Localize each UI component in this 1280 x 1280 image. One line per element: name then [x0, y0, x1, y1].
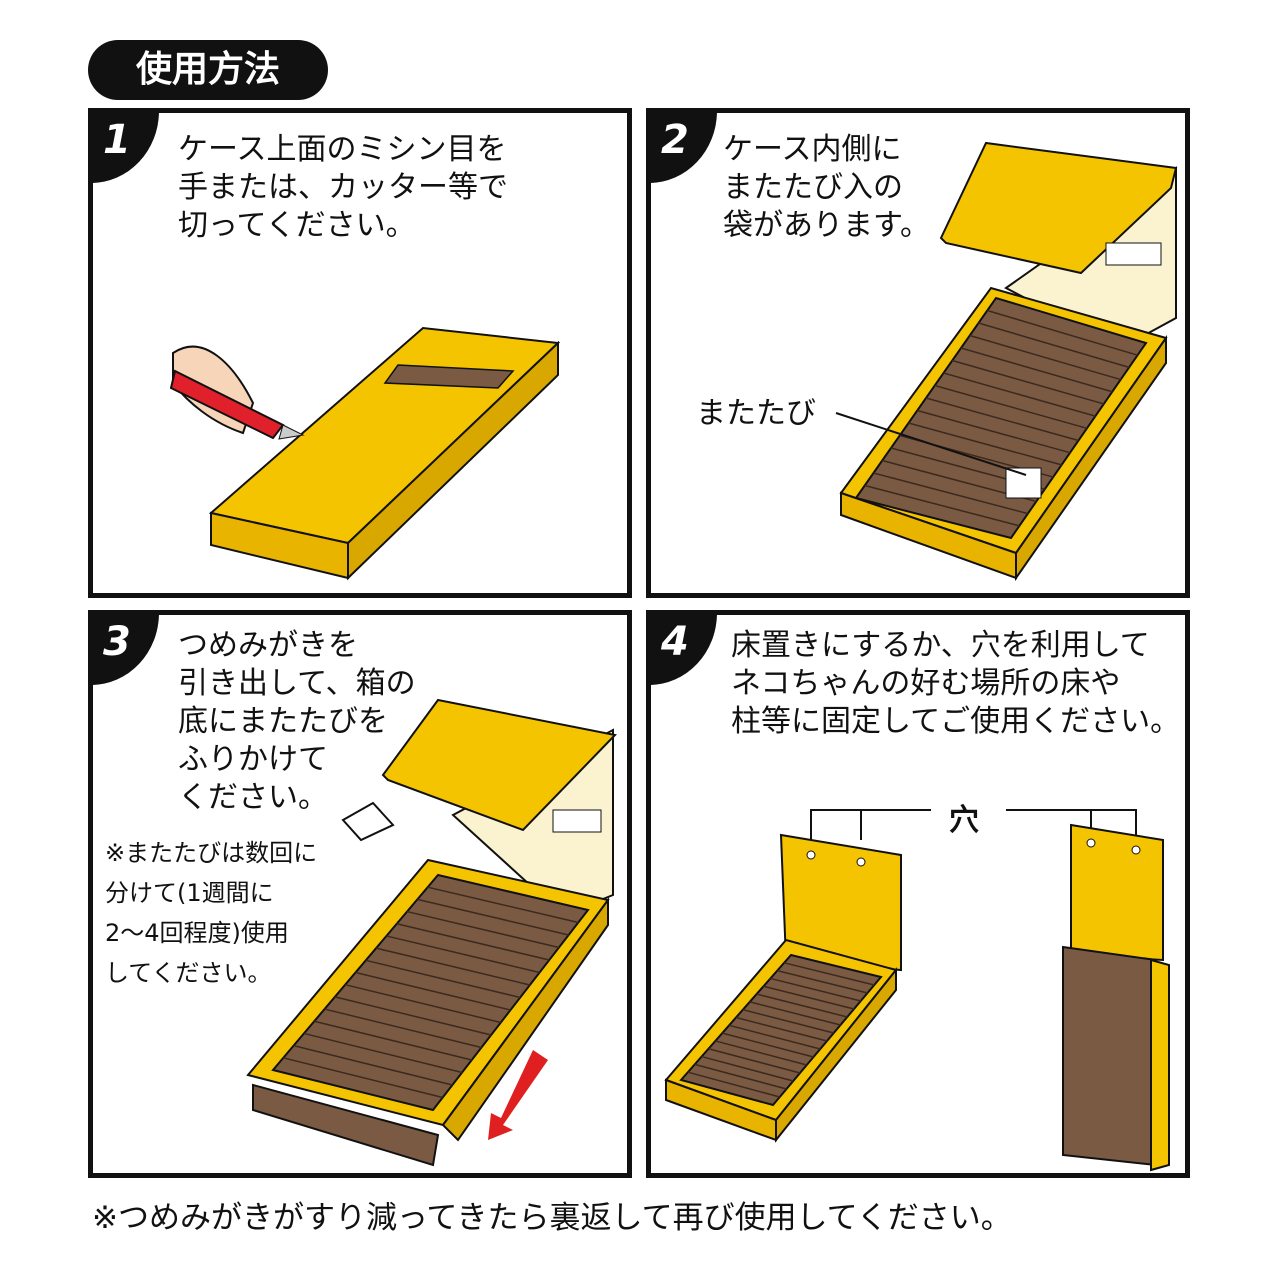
arrow-icon: [488, 1050, 548, 1140]
catnip-label: またたび: [696, 396, 816, 431]
scratcher-groove: [960, 347, 1113, 393]
scratcher-groove: [687, 1071, 780, 1098]
scratcher-groove: [969, 334, 1121, 381]
scratcher-groove: [917, 409, 1071, 454]
scratcher-groove: [756, 993, 848, 1018]
step-3-text: つめみがきを 引き出して、箱の 底にまたたびを ふりかけて ください。: [178, 628, 416, 815]
scratcher-groove: [749, 1001, 841, 1026]
scratcher-groove: [722, 1032, 814, 1058]
scratcher-groove: [728, 1024, 821, 1050]
scratcher-groove: [763, 985, 855, 1010]
scratcher-groove: [303, 1032, 463, 1074]
scratcher-board: [679, 953, 883, 1107]
scratcher-groove: [345, 983, 501, 1024]
scratcher-groove: [925, 397, 1079, 442]
scratcher-groove: [386, 935, 540, 974]
step-1-text: ケース上面のミシン目を 手または、カッター等で 切ってください。: [178, 132, 508, 243]
scratcher-groove: [334, 996, 492, 1036]
pull-out-illustration: [246, 698, 617, 1167]
scratcher-groove: [873, 472, 1029, 515]
scratcher-groove: [427, 886, 579, 924]
scratcher-groove: [777, 969, 868, 994]
step-3-note: ※またたびは数回に 分けて(1週間に 2〜4回程度)使用 してください。: [105, 839, 318, 987]
open-box-illustration: [835, 141, 1178, 582]
scratcher-groove: [735, 1016, 828, 1042]
scratcher-groove: [417, 898, 569, 936]
scratcher-groove: [943, 372, 1096, 417]
hole-label: 穴: [949, 803, 979, 838]
scratcher-groove: [978, 322, 1130, 369]
scratcher-groove: [694, 1063, 787, 1090]
scratcher-groove: [715, 1040, 807, 1066]
scratcher-groove: [283, 1057, 443, 1099]
catnip-bag: [1005, 467, 1042, 499]
step-4-panel: 4 床置きにするか、穴を利用して ネコちゃんの好む場所の床や 柱等に固定してご使…: [646, 610, 1190, 1178]
scratcher-groove: [406, 910, 560, 949]
scratcher-groove: [375, 947, 531, 986]
scratcher-groove: [742, 1008, 834, 1034]
scratcher-groove: [770, 977, 861, 1002]
scratcher-board: [271, 873, 590, 1112]
scratcher-board: [854, 296, 1148, 540]
catnip-bag: [341, 801, 395, 842]
scratcher-groove: [324, 1008, 482, 1049]
scratcher-groove: [365, 959, 521, 999]
scratcher-groove: [952, 359, 1105, 405]
scratcher-groove: [293, 1044, 453, 1086]
scratcher-groove: [934, 384, 1088, 430]
scratcher-groove: [708, 1048, 801, 1074]
scratcher-groove: [987, 309, 1138, 356]
step-1-panel: 1 ケース上面のミシン目を 手または、カッター等で 切ってください。: [88, 108, 632, 598]
scratcher-groove: [314, 1020, 472, 1061]
scratcher-groove: [908, 422, 1062, 466]
cutting-box-illustration: [169, 326, 561, 581]
scratcher-groove: [783, 962, 875, 986]
scratcher-groove: [701, 1055, 794, 1082]
step-number-badge: 3: [93, 615, 159, 685]
step-2-text: ケース内側に またたび入の 袋があります。: [723, 132, 930, 243]
footer-note: ※つめみがきがすり減ってきたら裏返して再び使用してください。: [92, 1200, 1012, 1236]
step-3-panel: 3 つめみがきを 引き出して、箱の 底にまたたびを ふりかけて ください。 ※ま…: [88, 610, 632, 1178]
scratcher-groove: [396, 923, 550, 961]
cutter-icon: [169, 369, 285, 440]
page-title: 使用方法: [88, 40, 328, 100]
scratcher-groove: [355, 971, 511, 1011]
placement-illustration: [664, 809, 1170, 1172]
step-4-text: 床置きにするか、穴を利用して ネコちゃんの好む場所の床や 柱等に固定してご使用く…: [731, 628, 1181, 739]
scratcher-groove: [864, 484, 1020, 527]
step-2-panel: 2 ケース内側に またたび入の 袋があります。 またたび: [646, 108, 1190, 598]
